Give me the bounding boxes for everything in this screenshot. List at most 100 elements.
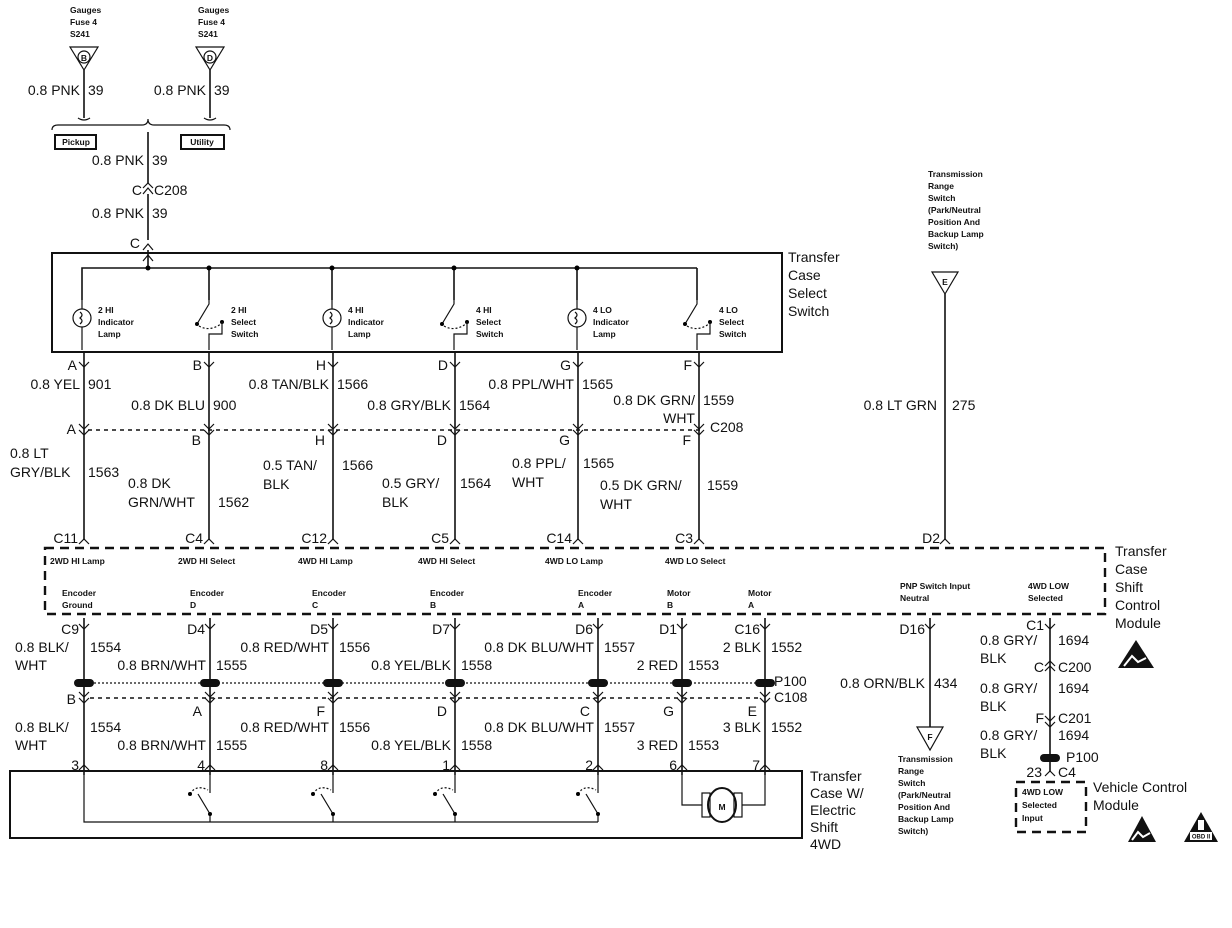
connector-pin: C (1034, 659, 1044, 675)
module-input-label: 4WD LO Select (665, 556, 726, 566)
c208-pin: B (192, 432, 201, 448)
wire-color-label: 0.8 YEL (30, 376, 80, 392)
switch-harness-wires (78, 352, 951, 545)
obd-ii-icon: OBD II (1184, 812, 1218, 842)
circuit-number: 1694 (1058, 632, 1089, 648)
trs-label: Backup Lamp (928, 229, 984, 239)
wire-color-label: BLK (980, 745, 1007, 761)
wire-color-label: 0.8 PNK (154, 82, 207, 98)
low-selected-label: 4WD LOW (1028, 581, 1070, 591)
wire-color-label: 0.8 BRN/WHT (117, 737, 206, 753)
circuit-number: 1557 (604, 719, 635, 735)
trs-label: Switch (928, 193, 955, 203)
p100-grommet-icons (74, 679, 775, 687)
component-label: Lamp (98, 329, 121, 339)
motor-label: M (718, 802, 725, 812)
transfer-case-title: Transfer (810, 768, 862, 784)
module-pin: C14 (546, 530, 572, 546)
circuit-number: 1563 (88, 464, 119, 480)
transfer-case-pin: 6 (669, 757, 677, 773)
component-label: 2 HI (98, 305, 114, 315)
option-brace (51, 118, 231, 131)
pnp-input-label: Neutral (900, 593, 929, 603)
module-pin: C4 (185, 530, 203, 546)
fuse-label: S241 (198, 29, 218, 39)
circuit-number: 1566 (342, 457, 373, 473)
transfer-case-shift-control-module-box (43, 546, 1107, 616)
trs-label: Range (928, 181, 954, 191)
module-pin: C3 (675, 530, 693, 546)
circuit-number: 1553 (688, 657, 719, 673)
circuit-number: 1559 (703, 392, 734, 408)
module-output-label: Encoder (430, 588, 465, 598)
pnp-input-label: PNP Switch Input (900, 581, 970, 591)
wire-color-label: 0.8 LT (10, 445, 49, 461)
circuit-number: 1556 (339, 719, 370, 735)
wire-color-label: 2 RED (637, 657, 678, 673)
encoder-switch-icons (83, 775, 600, 823)
wire-color-label: 0.8 DK BLU/WHT (484, 719, 594, 735)
module-input-label: 2WD HI Select (178, 556, 235, 566)
component-label: Indicator (348, 317, 385, 327)
component-label: Select (719, 317, 744, 327)
module-title: Shift (1115, 579, 1143, 595)
wire-color-label: 0.8 DK GRN/ (613, 392, 695, 408)
module-pin: D7 (432, 621, 450, 637)
c108-pin: B (67, 691, 76, 707)
module-input-label: 4WD HI Lamp (298, 556, 353, 566)
wire-color-label: GRN/WHT (128, 494, 195, 510)
module-output-label: Encoder (190, 588, 225, 598)
obd-ii-label: OBD II (1192, 835, 1211, 841)
utility-label: Utility (190, 137, 214, 147)
connector-pin: 23 (1026, 764, 1042, 780)
module-title: Transfer (1115, 543, 1167, 559)
wire-color-label: 0.8 LT GRN (864, 397, 937, 413)
c208-feed-connector (142, 182, 154, 195)
wire-color-label: 0.8 PPL/ (512, 455, 566, 471)
transfer-case-pin: 7 (752, 757, 760, 773)
module-title: Case (1115, 561, 1148, 577)
c108-pin: C (580, 703, 590, 719)
c208-pin: A (67, 421, 77, 437)
p100-label: P100 (1066, 749, 1099, 765)
wire-color-label: WHT (15, 657, 47, 673)
component-label: Select (231, 317, 256, 327)
transfer-case-pin: 1 (442, 757, 450, 773)
wire-color-label: 3 BLK (723, 719, 762, 735)
fuse-label: Fuse 4 (198, 17, 225, 27)
wire-color-label: 0.8 GRY/ (980, 632, 1037, 648)
transfer-case-pin: 2 (585, 757, 593, 773)
component-label: Select (476, 317, 501, 327)
low-selected-label: Selected (1028, 593, 1063, 603)
wire-color-label: 0.8 PPL/WHT (488, 376, 574, 392)
transfer-case-title: Case W/ (810, 785, 864, 801)
connector-pin: C (132, 182, 142, 198)
select-switch-title: Select (788, 285, 827, 301)
module-pin: C11 (53, 530, 78, 546)
trs-label: (Park/Neutral (928, 205, 981, 215)
select-switch-internals (81, 250, 698, 300)
switch-pin: B (193, 357, 202, 373)
trs-label: Position And (928, 217, 980, 227)
connector-name: C200 (1058, 659, 1092, 675)
connector-pin: C (130, 235, 140, 251)
wire-color-label: WHT (600, 496, 632, 512)
wire-color-label: 0.8 ORN/BLK (840, 675, 925, 691)
utility-box (180, 134, 225, 150)
module-output-label: B (667, 600, 673, 610)
circuit-number: 39 (88, 82, 104, 98)
wire-color-label: BLK (980, 650, 1007, 666)
circuit-number: 1557 (604, 639, 635, 655)
vcm-esd-icon (1128, 816, 1156, 842)
c108-pin: F (316, 703, 325, 719)
connector-name: C201 (1058, 710, 1092, 726)
wire-color-label: 0.8 YEL/BLK (371, 737, 452, 753)
wire-color-label: 0.8 BLK/ (15, 639, 69, 655)
wire-color-label: 0.8 DK BLU (131, 397, 205, 413)
wire-color-label: 0.5 DK GRN/ (600, 477, 682, 493)
wire-color-label: 3 RED (637, 737, 678, 753)
module-pin: D1 (659, 621, 677, 637)
circuit-number: 900 (213, 397, 237, 413)
circuit-number: 39 (152, 205, 168, 221)
